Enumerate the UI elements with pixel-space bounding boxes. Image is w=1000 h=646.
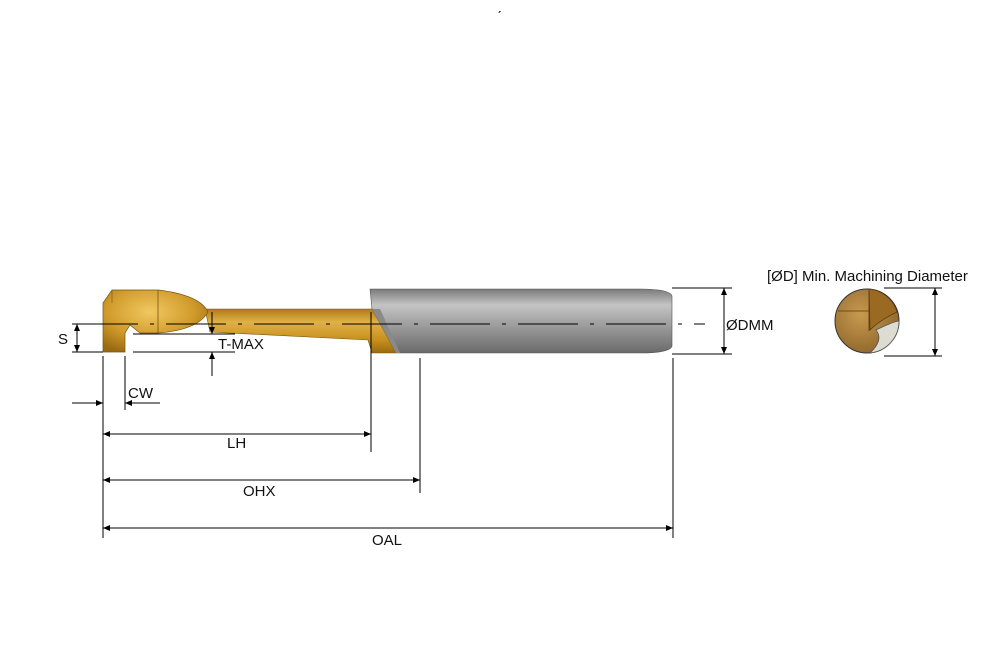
label-lh: LH xyxy=(227,435,246,452)
label-ohx: OHX xyxy=(243,483,276,500)
dimension-lh: LH xyxy=(103,312,372,452)
label-s: S xyxy=(58,331,68,348)
dimension-ohx: OHX xyxy=(103,358,421,500)
tick-mark: ˊ xyxy=(497,9,502,26)
shank xyxy=(369,288,673,354)
dimension-cw: CW xyxy=(72,356,160,538)
cutting-head xyxy=(102,289,209,353)
dimension-oal: OAL xyxy=(103,358,674,549)
dimension-t-max: T-MAX xyxy=(133,312,264,376)
end-view: [ØD] Min. Machining Diameter xyxy=(767,268,968,357)
end-view-insert xyxy=(868,288,898,331)
label-t-max: T-MAX xyxy=(218,336,264,353)
dimension-s: S xyxy=(58,323,103,353)
boring-bar xyxy=(102,288,673,354)
end-view-flat xyxy=(868,320,900,354)
dimension-dmm: ØDMM xyxy=(672,287,774,355)
label-min-diameter: [ØD] Min. Machining Diameter xyxy=(767,268,968,285)
label-oal: OAL xyxy=(372,532,402,549)
label-cw: CW xyxy=(128,385,154,402)
neck-shank-transition xyxy=(372,309,400,353)
label-dmm: ØDMM xyxy=(726,317,774,334)
